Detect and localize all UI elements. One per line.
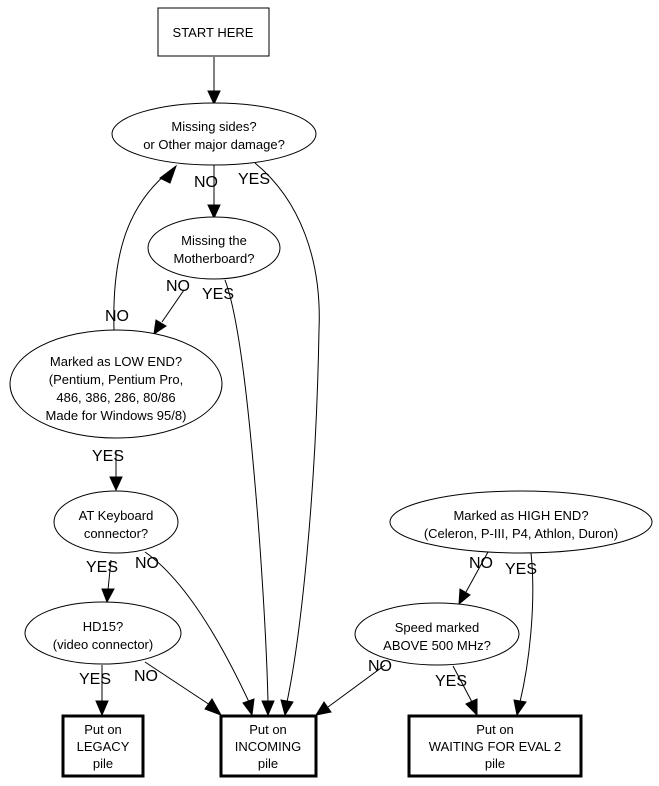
edge-at-yes: YES <box>86 559 118 604</box>
node-hd15-line-2: (video connector) <box>53 637 153 652</box>
node-waiting-line-1: Put on <box>476 722 514 737</box>
edge-low-yes: YES <box>92 448 124 492</box>
edge-high-yes: YES <box>505 552 537 717</box>
node-high-end-line-2: (Celeron, P-III, P4, Athlon, Duron) <box>424 526 618 541</box>
node-low-end-line-1: Marked as LOW END? <box>50 354 182 369</box>
edge-start-to-missing-sides <box>207 57 221 106</box>
node-at-keyboard-line-1: AT Keyboard <box>79 508 154 523</box>
node-at-keyboard: AT Keyboard connector? <box>53 490 179 554</box>
edge-label-speed-yes: YES <box>435 673 467 690</box>
node-waiting-line-3: pile <box>485 756 505 771</box>
node-missing-motherboard-line-1: Missing the <box>181 233 247 248</box>
edge-label-hd15-yes: YES <box>79 671 111 688</box>
node-high-end-line-1: Marked as HIGH END? <box>453 508 588 523</box>
edge-label-at-no: NO <box>135 555 159 572</box>
edge-label-high-no: NO <box>469 555 493 572</box>
node-hd15: HD15? (video connector) <box>24 601 182 665</box>
edge-sides-no: NO <box>194 165 221 220</box>
edge-label-sides-no: NO <box>194 174 218 191</box>
edge-label-sides-yes: YES <box>238 171 270 188</box>
edge-label-at-yes: YES <box>86 559 118 576</box>
node-incoming-line-1: Put on <box>249 722 287 737</box>
edge-label-mobo-yes: YES <box>202 286 234 303</box>
edge-speed-yes: YES <box>435 665 478 717</box>
node-start-here: START HERE <box>157 7 270 57</box>
node-speed-line-1: Speed marked <box>395 620 480 635</box>
edge-label-speed-no: NO <box>368 658 392 675</box>
node-hd15-line-1: HD15? <box>83 619 123 634</box>
edge-sides-yes: YES <box>238 162 320 717</box>
edge-label-mobo-no: NO <box>166 278 190 295</box>
edge-mobo-yes: YES <box>202 279 275 717</box>
edge-mobo-no: NO <box>153 278 190 336</box>
node-waiting-pile: Put on WAITING FOR EVAL 2 pile <box>407 714 583 778</box>
node-missing-sides: Missing sides? or Other major damage? <box>111 102 317 166</box>
node-legacy-line-2: LEGACY <box>77 739 130 754</box>
node-low-end-line-3: 486, 386, 286, 80/86 <box>56 390 175 405</box>
node-high-end: Marked as HIGH END? (Celeron, P-III, P4,… <box>389 490 653 554</box>
node-missing-motherboard-line-2: Motherboard? <box>174 251 255 266</box>
node-missing-sides-line-1: Missing sides? <box>171 119 256 134</box>
edge-low-no: NO <box>105 164 178 331</box>
edge-label-low-yes: YES <box>92 448 124 465</box>
node-low-end-line-2: (Pentium, Pentium Pro, <box>49 372 183 387</box>
edge-label-hd15-no: NO <box>134 668 158 685</box>
node-waiting-line-2: WAITING FOR EVAL 2 <box>429 739 561 754</box>
edge-hd15-yes: YES <box>79 665 111 717</box>
node-missing-motherboard: Missing the Motherboard? <box>147 216 281 280</box>
edge-label-high-yes: YES <box>505 561 537 578</box>
node-at-keyboard-line-2: connector? <box>84 526 148 541</box>
node-missing-sides-line-2: or Other major damage? <box>143 137 285 152</box>
node-speed-line-2: ABOVE 500 MHz? <box>383 638 491 653</box>
edge-at-no: NO <box>135 551 255 717</box>
node-legacy-line-1: Put on <box>84 722 122 737</box>
node-low-end-line-4: Made for Windows 95/8) <box>46 408 187 423</box>
node-incoming-pile: Put on INCOMING pile <box>219 714 318 778</box>
node-legacy-line-3: pile <box>93 756 113 771</box>
node-legacy-pile: Put on LEGACY pile <box>61 714 145 778</box>
edge-hd15-no: NO <box>134 661 223 716</box>
node-incoming-line-2: INCOMING <box>235 739 301 754</box>
edge-speed-no: NO <box>314 658 392 716</box>
node-start-here-line-1: START HERE <box>173 25 254 40</box>
node-speed: Speed marked ABOVE 500 MHz? <box>354 602 520 666</box>
edge-label-low-no: NO <box>105 308 129 325</box>
edge-high-no: NO <box>458 551 493 606</box>
node-incoming-line-3: pile <box>258 756 278 771</box>
node-low-end: Marked as LOW END? (Pentium, Pentium Pro… <box>9 329 223 439</box>
